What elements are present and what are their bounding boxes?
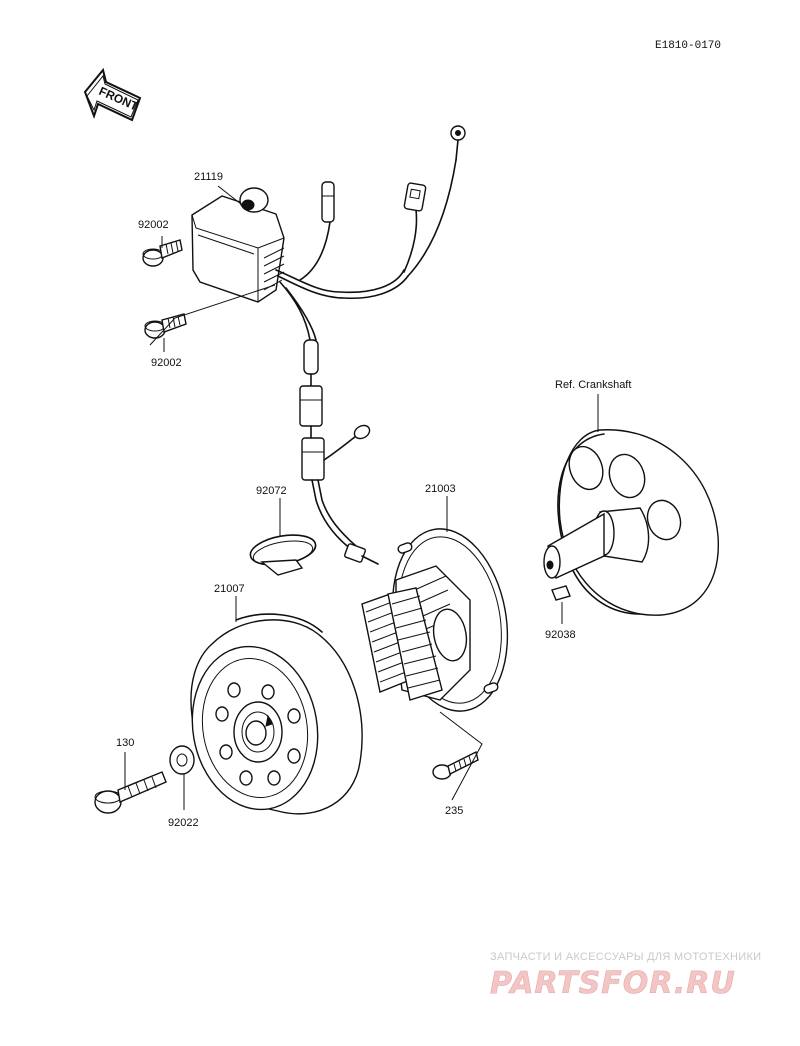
label-clamp: 92072 (256, 485, 287, 497)
label-key: 92038 (545, 629, 576, 641)
front-arrow-icon: FRONT (83, 67, 142, 122)
leader-lines (124, 185, 599, 810)
label-washer: 92022 (168, 817, 199, 829)
watermark-subtitle: ЗАПЧАСТИ И АКСЕССУАРЫ ДЛЯ МОТОТЕХНИКИ (490, 951, 761, 963)
label-flywheel-bolt: 130 (116, 737, 134, 749)
bolt-lower (144, 313, 187, 339)
label-crankshaft: Ref. Crankshaft (555, 379, 631, 391)
stator (361, 528, 509, 712)
label-stator: 21003 (425, 483, 456, 495)
igniter-unit (191, 187, 285, 303)
rotor (190, 613, 363, 815)
bolt-upper (142, 239, 183, 267)
label-igniter: 21119 (194, 171, 223, 183)
flywheel-bolt (94, 771, 167, 814)
label-bolt-upper: 92002 (138, 219, 169, 231)
watermark-logo: PARTSFOR.RU (490, 966, 736, 1001)
diagram-code: E1810-0170 (655, 40, 721, 52)
screw (432, 750, 479, 780)
washer (169, 745, 195, 775)
clamp (249, 534, 317, 576)
key (551, 585, 571, 601)
label-bolt-lower: 92002 (151, 357, 182, 369)
igniter-wires (275, 125, 466, 341)
connector-chain (299, 339, 379, 565)
label-rotor: 21007 (214, 583, 245, 595)
label-screw: 235 (445, 805, 463, 817)
crankshaft (543, 429, 719, 616)
